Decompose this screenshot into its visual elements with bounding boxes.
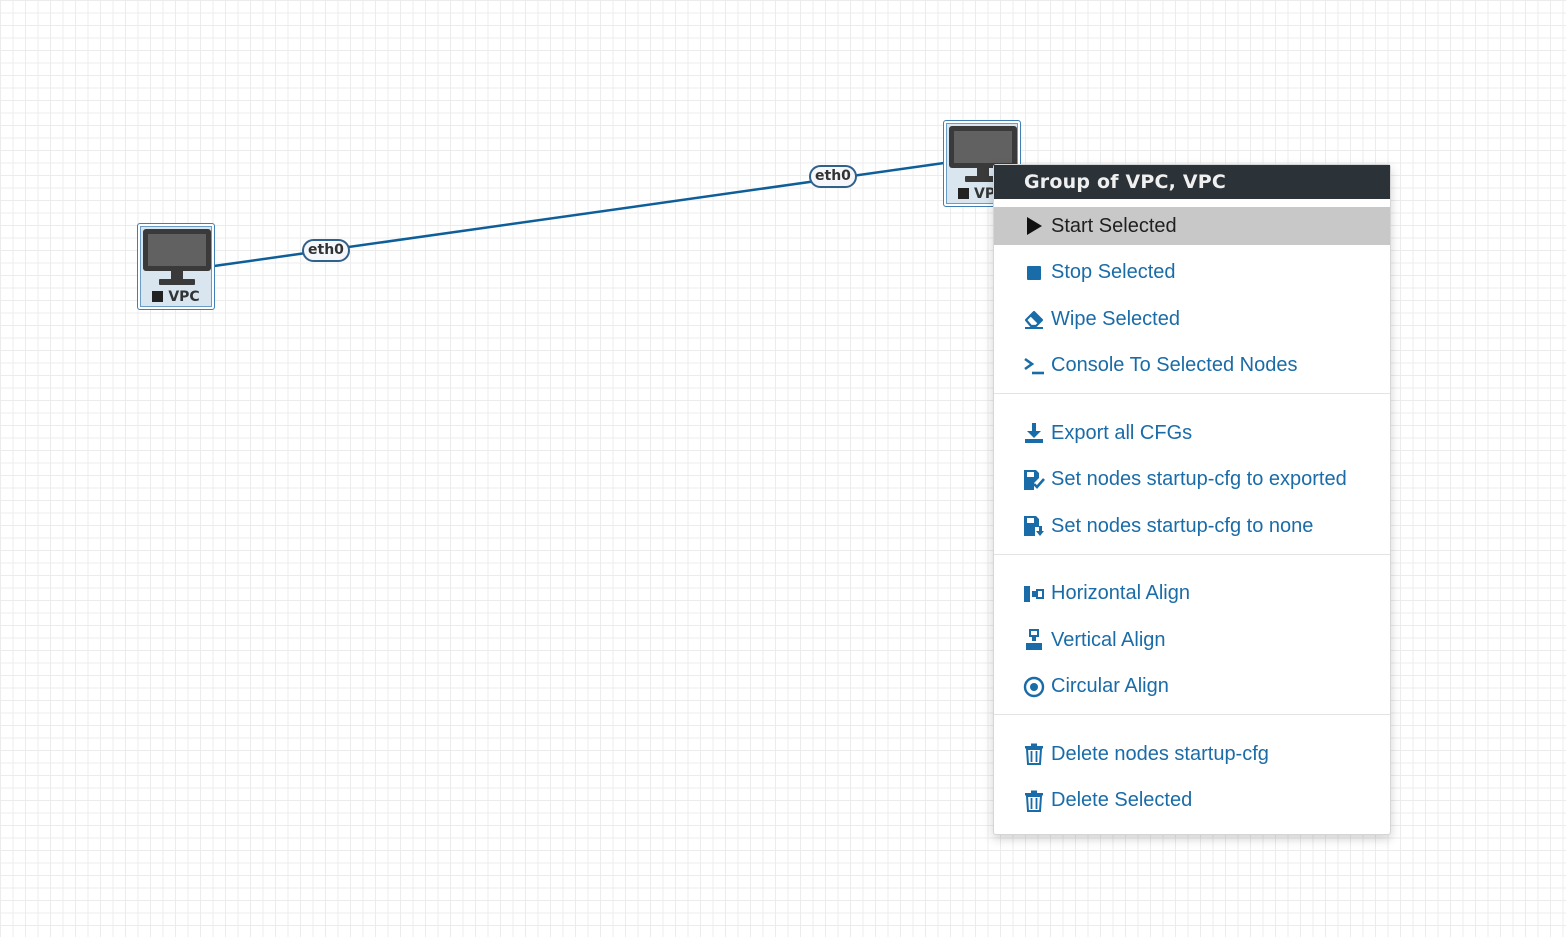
horizontal-align-icon xyxy=(1023,583,1045,605)
menu-item-circular-align[interactable]: Circular Align xyxy=(994,668,1390,706)
node-label: VP xyxy=(944,186,1020,202)
menu-divider xyxy=(994,393,1390,394)
context-menu-title: Group of VPC, VPC xyxy=(994,165,1390,199)
download-icon xyxy=(1023,422,1045,444)
terminal-icon xyxy=(1023,355,1045,377)
monitor-icon xyxy=(949,126,1017,182)
eraser-icon xyxy=(1023,308,1045,330)
trash-icon xyxy=(1023,790,1045,812)
menu-divider xyxy=(994,553,1390,555)
stopped-state-icon xyxy=(958,188,969,199)
context-menu: Group of VPC, VPC Start Selected Stop Se… xyxy=(993,164,1391,835)
stop-icon xyxy=(1023,262,1045,284)
menu-item-delete-selected[interactable]: Delete Selected xyxy=(994,782,1390,820)
port-label-vpc1-eth0[interactable]: eth0 xyxy=(302,239,350,262)
menu-item-console-to-selected[interactable]: Console To Selected Nodes xyxy=(994,347,1390,385)
menu-item-wipe-selected[interactable]: Wipe Selected xyxy=(994,300,1390,338)
node-vpc-1[interactable]: VPC xyxy=(137,223,215,310)
circle-dot-icon xyxy=(1023,676,1045,698)
menu-item-vertical-align[interactable]: Vertical Align xyxy=(994,621,1390,659)
stopped-state-icon xyxy=(152,291,164,302)
node-label: VPC xyxy=(138,289,214,305)
menu-divider xyxy=(994,714,1390,715)
play-icon xyxy=(1023,215,1045,237)
save-check-icon xyxy=(1023,469,1045,491)
monitor-icon xyxy=(143,229,211,285)
trash-icon xyxy=(1023,743,1045,765)
save-arrow-icon xyxy=(1023,515,1045,537)
context-menu-list: Start Selected Stop Selected Wipe Select… xyxy=(994,199,1390,820)
vertical-align-icon xyxy=(1023,629,1045,651)
menu-item-export-all-cfgs[interactable]: Export all CFGs xyxy=(994,414,1390,452)
menu-item-horizontal-align[interactable]: Horizontal Align xyxy=(994,575,1390,613)
menu-item-set-startup-cfg-none[interactable]: Set nodes startup-cfg to none xyxy=(994,507,1390,545)
menu-item-delete-nodes-startup-cfg[interactable]: Delete nodes startup-cfg xyxy=(994,735,1390,773)
menu-item-stop-selected[interactable]: Stop Selected xyxy=(994,254,1390,292)
menu-item-start-selected[interactable]: Start Selected xyxy=(994,207,1390,245)
port-label-vpc2-eth0[interactable]: eth0 xyxy=(809,165,857,188)
menu-item-set-startup-cfg-exported[interactable]: Set nodes startup-cfg to exported xyxy=(994,461,1390,499)
